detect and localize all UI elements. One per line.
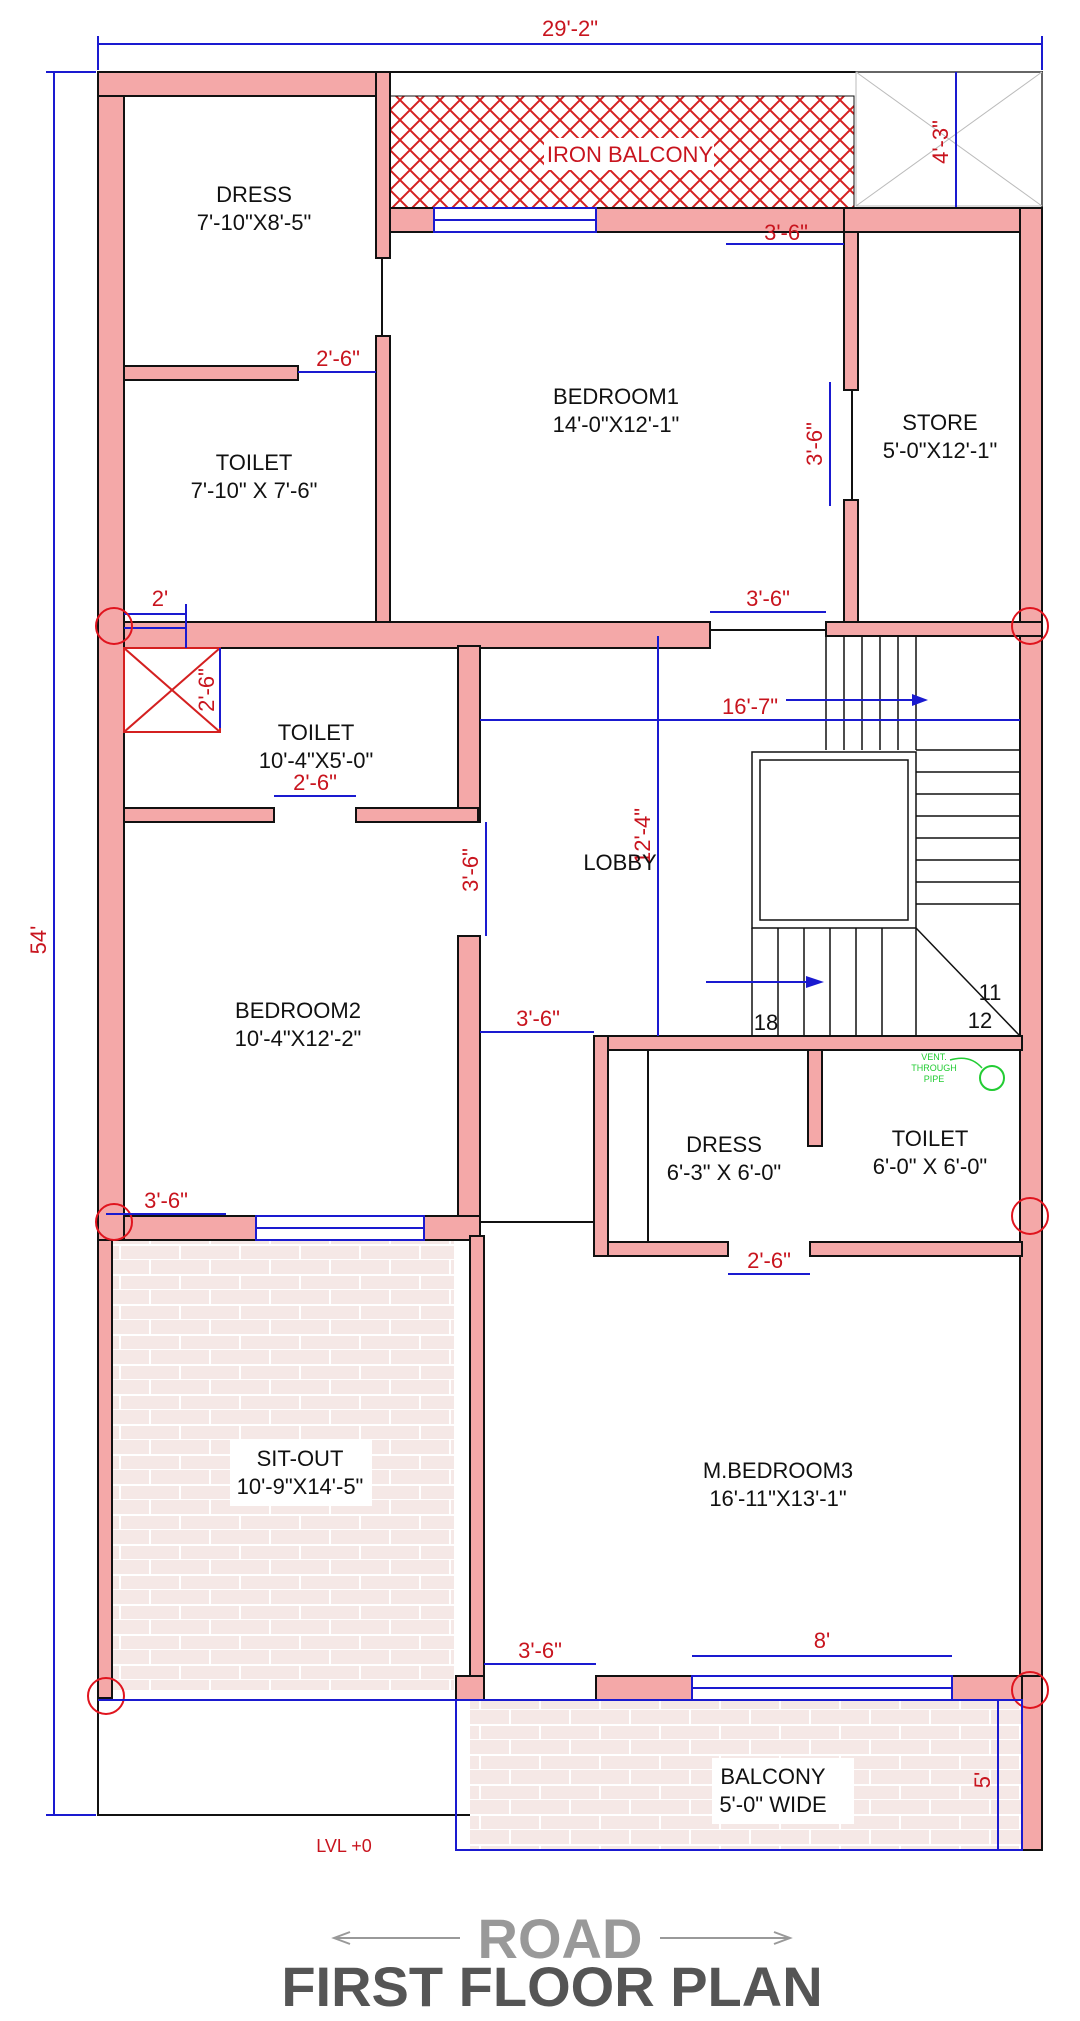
- room-name: M.BEDROOM3: [703, 1458, 853, 1483]
- room-name: TOILET: [278, 720, 355, 745]
- stair-number-18: 18: [754, 1010, 778, 1035]
- duct-height-dim: 2'-6": [194, 668, 219, 712]
- arrow-right-icon: [773, 1931, 793, 1945]
- room-name: TOILET: [216, 450, 293, 475]
- level-label: LVL +0: [316, 1836, 372, 1856]
- sitout-door-dim: 3'-6": [144, 1188, 188, 1213]
- room-label-store: STORE 5'-0"X12'-1": [883, 410, 998, 463]
- toilet2-door-dim: 2'-6": [293, 770, 337, 795]
- room-size: 16'-11"X13'-1": [709, 1486, 846, 1511]
- room-label-lobby: LOBBY: [583, 850, 657, 875]
- road-label: ROAD: [478, 1907, 643, 1970]
- room-name: DRESS: [216, 182, 292, 207]
- vent-note-line2: THROUGH: [911, 1063, 957, 1073]
- windows: [255, 207, 953, 1701]
- stair-number-12: 12: [968, 1008, 992, 1033]
- room-label-bedroom2: BEDROOM2 10'-4"X12'-2": [235, 998, 362, 1051]
- vent-pipe: VENT. THROUGH PIPE: [911, 1052, 1005, 1091]
- duct: [123, 604, 221, 733]
- overall-depth-label: 54': [26, 926, 51, 955]
- stair-number-11: 11: [979, 980, 1002, 1005]
- room-label-toilet1: TOILET 7'-10" X 7'-6": [191, 450, 318, 503]
- duct-width-dim: 2': [152, 586, 168, 611]
- room-label-dress2: DRESS 6'-3" X 6'-0": [667, 1132, 782, 1185]
- column-marker: [1011, 607, 1049, 645]
- room-name: STORE: [902, 410, 977, 435]
- overall-width-dimension: 29'-2": [97, 16, 1043, 70]
- arrow-left-icon: [331, 1931, 351, 1945]
- mbed-door-dim: 3'-6": [518, 1638, 562, 1663]
- room-size: 7'-10"X8'-5": [197, 210, 312, 235]
- overall-depth-dimension: 54': [26, 71, 96, 1816]
- room-name: BEDROOM1: [553, 384, 679, 409]
- room-label-bedroom1: BEDROOM1 14'-0"X12'-1": [553, 384, 680, 437]
- column-marker: [1011, 1671, 1049, 1709]
- room-label-toilet3: TOILET 6'-0" X 6'-0": [873, 1126, 988, 1179]
- walls: [97, 71, 1043, 1851]
- overall-width-label: 29'-2": [542, 16, 598, 41]
- room-size: 5'-0"X12'-1": [883, 438, 998, 463]
- lobby-depth-dim: 12'-4": [630, 808, 655, 864]
- window-8-dim: 8': [814, 1628, 830, 1653]
- room-name: TOILET: [892, 1126, 969, 1151]
- mbed-door-top-dim: 3'-6": [516, 1006, 560, 1031]
- cutout-height-label: 4'-3": [928, 120, 953, 164]
- column-marker: [1011, 1197, 1049, 1235]
- iron-balcony-label-bg: [544, 138, 714, 170]
- room-name: DRESS: [686, 1132, 762, 1157]
- dress2-door-dim: 2'-6": [747, 1248, 791, 1273]
- column-marker: [87, 1677, 125, 1715]
- bed1-bottom-door-dim: 3'-6": [746, 586, 790, 611]
- room-size: 14'-0"X12'-1": [553, 412, 680, 437]
- room-name: BALCONY: [720, 1764, 825, 1789]
- room-label-sitout: SIT-OUT 10'-9"X14'-5": [230, 1440, 372, 1506]
- balcony-5-dim: 5': [970, 1772, 995, 1788]
- lobby-width-dim: 16'-7": [722, 694, 778, 719]
- internal-dimensions: 3'-6" 2'-6" 3'-6" 3'-6" 2' 2'-6" 16'-7" …: [98, 220, 1023, 1851]
- iron-balcony-label: IRON BALCONY: [547, 142, 714, 167]
- open-cutout: 4'-3": [855, 71, 1043, 212]
- room-size: 7'-10" X 7'-6": [191, 478, 318, 503]
- room-size: 10'-4"X12'-2": [235, 1026, 362, 1051]
- room-label-toilet2: TOILET 10'-4"X5'-0": [259, 720, 374, 773]
- stair-down-arrow-icon: [806, 976, 824, 988]
- plan-title: FIRST FLOOR PLAN: [281, 1955, 822, 2018]
- room-label-dress1: DRESS 7'-10"X8'-5": [197, 182, 312, 235]
- vent-note-line1: VENT.: [921, 1052, 947, 1062]
- column-marker: [95, 607, 133, 645]
- room-size: 6'-3" X 6'-0": [667, 1160, 782, 1185]
- room-label-mbedroom3: M.BEDROOM3 16'-11"X13'-1": [703, 1458, 853, 1511]
- road-indicator: ROAD: [331, 1907, 793, 1970]
- room-size: 5'-0" WIDE: [719, 1792, 826, 1817]
- room-name: SIT-OUT: [257, 1446, 344, 1471]
- room-size: 10'-4"X5'-0": [259, 748, 374, 773]
- column-markers: [87, 607, 1049, 1715]
- bed1-side-door-dim: 3'-6": [802, 422, 827, 466]
- room-name: BEDROOM2: [235, 998, 361, 1023]
- room-label-balcony: BALCONY 5'-0" WIDE: [712, 1758, 854, 1824]
- bed2-door-dim: 3'-6": [458, 848, 483, 892]
- bed1-door-top-dim: 3'-6": [764, 220, 808, 245]
- room-name: LOBBY: [583, 850, 657, 875]
- room-size: 6'-0" X 6'-0": [873, 1154, 988, 1179]
- staircase: [751, 636, 1021, 1037]
- dress-door-dim: 2'-6": [316, 346, 360, 371]
- room-size: 10'-9"X14'-5": [237, 1474, 364, 1499]
- vent-note-line3: PIPE: [924, 1074, 945, 1084]
- stair-up-arrow-icon: [912, 694, 928, 706]
- column-marker: [95, 1203, 133, 1241]
